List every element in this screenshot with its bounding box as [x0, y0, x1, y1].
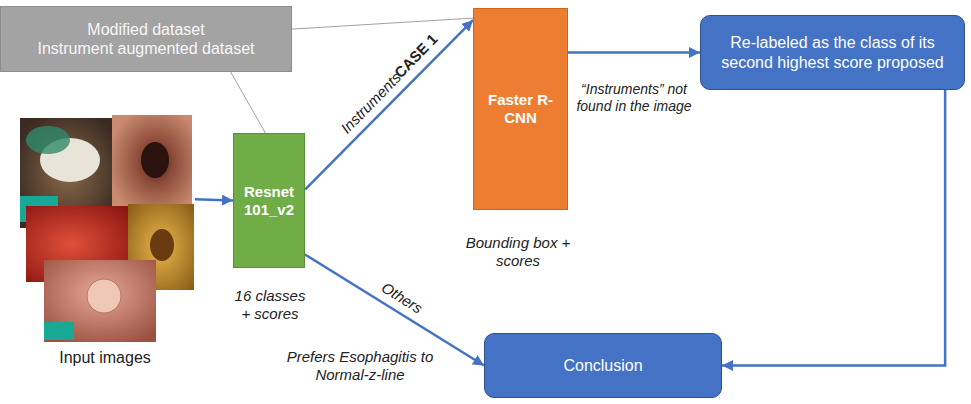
node-text: Instrument augmented dataset [37, 39, 254, 58]
connector [568, 51, 700, 54]
rule-note: Prefers Esophagitis to Normal-z-line [285, 348, 435, 384]
polyp [87, 279, 121, 313]
node-text: Modified dataset [87, 20, 204, 39]
lumen [141, 142, 169, 178]
output-note: Bounding box + scores [462, 234, 574, 270]
image-stack: Input images [15, 115, 195, 370]
edge-label: Instruments [336, 67, 406, 139]
node-text: Resnet 101_v2 [238, 183, 300, 219]
dataset-box: Modified datasetInstrument augmented dat… [0, 6, 292, 72]
connector [231, 72, 266, 133]
connector [195, 199, 233, 200]
edge-label: Others [376, 277, 427, 318]
endoscopy-image [112, 115, 192, 210]
node-text: Conclusion [563, 356, 642, 375]
endoscopy-image [44, 260, 156, 342]
node-text: Input images [59, 348, 151, 367]
connector [292, 18, 473, 29]
overlay-patch [44, 322, 74, 340]
process-box: Re-labeled as the class of its second hi… [700, 15, 965, 90]
lumen [150, 229, 174, 261]
node-text: Faster R-CNN [482, 91, 559, 127]
dye-patch [26, 126, 70, 154]
case-tag: CASE 1 [391, 30, 442, 81]
classifier-box: Resnet 101_v2 [233, 133, 305, 268]
image-frame [44, 260, 156, 342]
connector [722, 90, 945, 366]
node-text: Re-labeled as the class of its second hi… [711, 33, 954, 71]
terminal-box: Conclusion [484, 333, 722, 398]
image-frame [112, 115, 192, 210]
detector-box: Faster R-CNN [473, 8, 568, 210]
edge-label: “Instruments” not found in the image [570, 81, 699, 115]
output-note: 16 classes + scores [229, 287, 311, 323]
connector [305, 20, 473, 190]
